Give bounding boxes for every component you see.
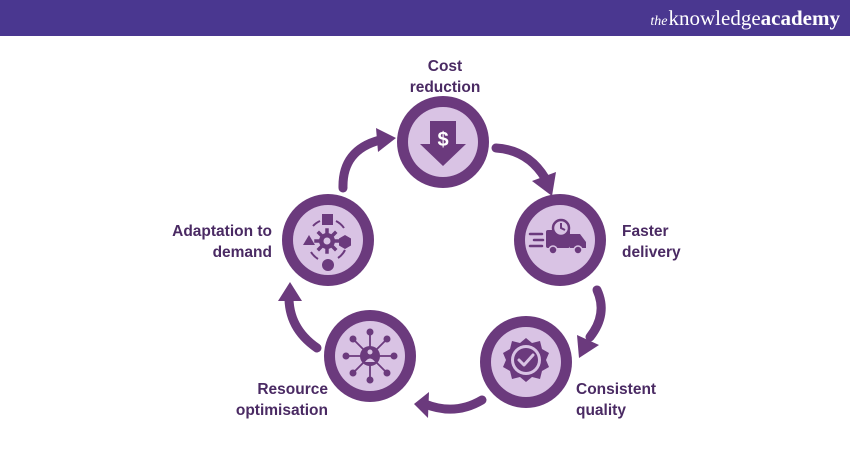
node-cost-reduction: $: [397, 96, 489, 188]
label-line: delivery: [622, 244, 681, 261]
label-resource-optimisation: Resource optimisation: [200, 379, 328, 421]
arrow-quality-to-resource: [420, 395, 487, 414]
brand-word-knowledge: knowledge: [668, 6, 761, 30]
brand-prefix: the: [650, 14, 668, 29]
arrowhead-1: [532, 172, 556, 196]
dollar-down-arrow-icon: $: [420, 121, 466, 166]
arrow-delivery-to-quality: [585, 285, 606, 342]
label-line: Adaptation to: [172, 223, 272, 240]
arrowhead-4: [278, 282, 302, 301]
brand-logo: theknowledgeacademy: [650, 4, 840, 32]
label-line: optimisation: [235, 402, 328, 419]
arrow-resource-to-adapt: [284, 290, 322, 353]
label-cost-reduction: Cost reduction: [390, 56, 500, 98]
header-bar: theknowledgeacademy: [0, 0, 850, 36]
brand-word-academy: academy: [760, 6, 840, 30]
label-consistent-quality: Consistent quality: [576, 379, 696, 421]
label-line: quality: [576, 402, 626, 419]
arrow-adapt-to-cost: [338, 135, 385, 193]
arrow-cost-to-delivery: [491, 143, 550, 183]
arrowhead-2: [577, 335, 599, 358]
node-adaptation-to-demand: [282, 194, 374, 286]
label-line: reduction: [409, 79, 481, 96]
label-adaptation-to-demand: Adaptation to demand: [140, 221, 272, 263]
arrowhead-5: [376, 128, 396, 152]
label-line: Consistent: [576, 381, 657, 398]
label-line: Resource: [257, 381, 328, 398]
quality-badge-check-icon: [503, 338, 549, 382]
label-line: demand: [212, 244, 272, 261]
resource-network-icon: [342, 328, 398, 384]
node-resource-optimisation: [324, 310, 416, 402]
delivery-truck-icon: [528, 218, 586, 255]
gear-icon: [314, 228, 340, 254]
node-consistent-quality: [480, 316, 572, 408]
shapes-cycle-gear-icon: [303, 214, 351, 271]
arrowhead-3: [414, 392, 429, 418]
label-line: Faster: [622, 223, 669, 240]
svg-text:$: $: [437, 129, 448, 151]
label-faster-delivery: Faster delivery: [622, 221, 732, 263]
node-faster-delivery: [514, 194, 606, 286]
label-line: Cost: [427, 58, 463, 75]
